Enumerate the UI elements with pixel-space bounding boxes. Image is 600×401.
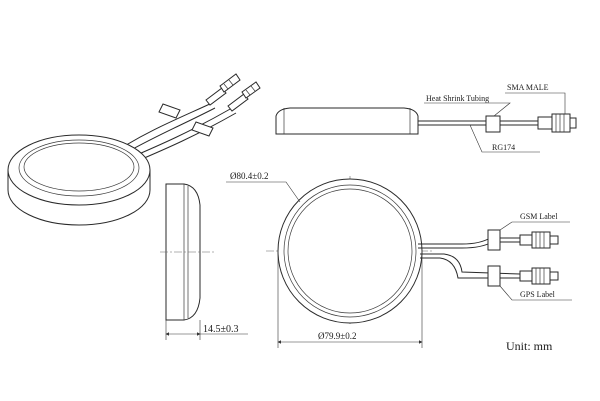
iso-tag-gsm: [158, 103, 181, 119]
gps-tag: [487, 265, 501, 287]
isometric-view: [7, 73, 261, 226]
rg174-label: RG174: [492, 143, 515, 152]
inner-diameter-dimension: Ø79.9±0.2: [318, 331, 356, 341]
plan-view: GSM Label GPS Label Ø80.4±0.2 Ø79.9±0.2: [226, 171, 572, 348]
unit-label: Unit: mm: [506, 339, 553, 353]
iso-connector-2: [227, 81, 261, 112]
gsm-tag: [487, 229, 501, 251]
iso-connector-1: [205, 73, 241, 106]
iso-tag-gps: [191, 121, 214, 137]
gsm-connector: [519, 231, 559, 249]
outer-diameter-dimension: Ø80.4±0.2: [230, 171, 268, 181]
profile-tag: [485, 115, 501, 133]
side-view: 14.5±0.3: [160, 183, 248, 340]
height-dimension: 14.5±0.3: [203, 324, 239, 335]
sma-male-label: SMA MALE: [507, 83, 549, 92]
heat-shrink-label: Heat Shrink Tubing: [426, 94, 489, 103]
sma-connector: [537, 113, 577, 133]
gps-label: GPS Label: [520, 290, 556, 299]
profile-view: SMA MALE Heat Shrink Tubing RG174: [275, 83, 577, 153]
gps-connector: [519, 267, 559, 285]
gsm-label: GSM Label: [520, 212, 558, 221]
